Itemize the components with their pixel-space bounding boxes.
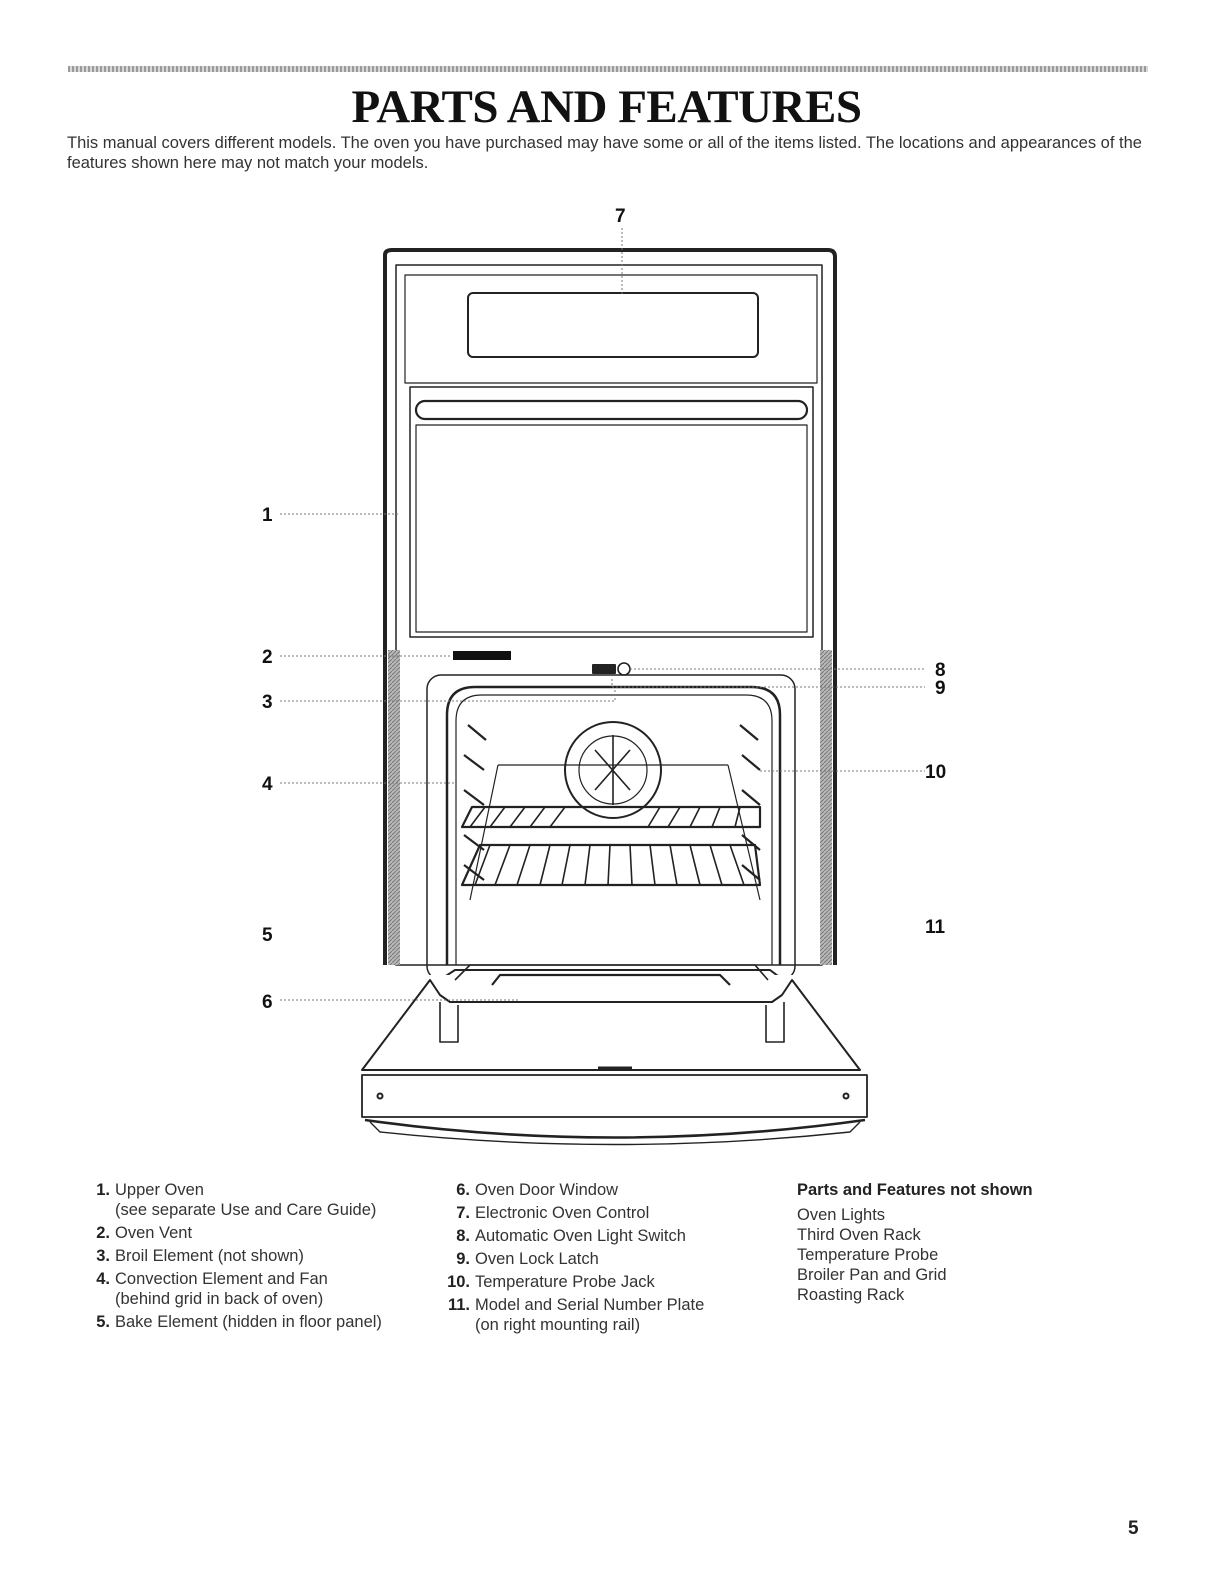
oven-vent	[453, 651, 511, 660]
callout-9: 9	[935, 678, 946, 699]
control-panel	[404, 274, 818, 384]
intro-paragraph: This manual covers different models. The…	[67, 134, 1142, 172]
not-shown-heading: Parts and Features not shown	[797, 1181, 1033, 1199]
parts-list-column-2: 6.Oven Door Window 7.Electronic Oven Con…	[440, 1180, 780, 1338]
list-item: Broiler Pan and Grid	[797, 1266, 947, 1284]
callout-11: 11	[925, 917, 946, 938]
list-item: 1.Upper Oven(see separate Use and Care G…	[96, 1181, 377, 1219]
upper-oven-door	[415, 424, 808, 633]
list-item: 11.Model and Serial Number Plate(on righ…	[447, 1296, 705, 1334]
list-item: 6.Oven Door Window	[456, 1181, 619, 1199]
right-trim	[820, 650, 832, 965]
oven-diagram: 1 2 3 4 5 7 8 9 10 11	[262, 206, 946, 975]
list-item: 3.Broil Element (not shown)	[96, 1247, 304, 1265]
oven-lock-latch	[592, 664, 616, 674]
lower-oven-rack	[460, 843, 762, 887]
callout-7: 7	[615, 206, 626, 227]
list-item: Oven Lights	[797, 1206, 886, 1224]
list-item: 2.Oven Vent	[96, 1224, 193, 1242]
convection-fan	[564, 721, 662, 819]
lower-oven-door	[445, 969, 779, 975]
upper-oven-rack	[460, 805, 762, 829]
lower-oven-cavity-outer	[426, 674, 796, 975]
list-item: Roasting Rack	[797, 1286, 905, 1304]
list-item: 10.Temperature Probe Jack	[447, 1273, 655, 1291]
page-number: 5	[1128, 1518, 1139, 1539]
list-item: 9.Oven Lock Latch	[456, 1250, 599, 1268]
cabinet-frame	[383, 248, 837, 965]
oven-light-switch	[617, 662, 631, 676]
parts-list-column-1: 1.Upper Oven(see separate Use and Care G…	[80, 1180, 440, 1335]
callout-8: 8	[935, 660, 946, 681]
callout-5: 5	[262, 925, 273, 946]
callout-3: 3	[262, 692, 273, 713]
list-item: Third Oven Rack	[797, 1226, 921, 1244]
upper-oven-handle	[414, 399, 809, 421]
upper-oven	[409, 386, 814, 638]
left-trim	[388, 650, 400, 965]
top-rule	[68, 66, 1148, 72]
callout-1: 1	[262, 505, 273, 526]
list-item: Temperature Probe	[797, 1246, 939, 1264]
oven-diagram-lower: 6	[262, 964, 868, 1146]
list-item: 7.Electronic Oven Control	[456, 1204, 650, 1222]
lower-oven-back	[455, 694, 773, 965]
list-item: 8.Automatic Oven Light Switch	[456, 1227, 686, 1245]
page-title: PARTS AND FEATURES	[351, 81, 862, 133]
callout-4: 4	[262, 774, 273, 795]
not-shown-list: Parts and Features not shown Oven Lights…	[797, 1180, 1097, 1305]
callout-2: 2	[262, 647, 273, 668]
list-item: 5.Bake Element (hidden in floor panel)	[96, 1313, 382, 1331]
callout-6: 6	[262, 992, 273, 1013]
control-display	[467, 292, 759, 358]
list-item: 4.Convection Element and Fan(behind grid…	[96, 1270, 328, 1308]
callout-10: 10	[925, 762, 946, 783]
